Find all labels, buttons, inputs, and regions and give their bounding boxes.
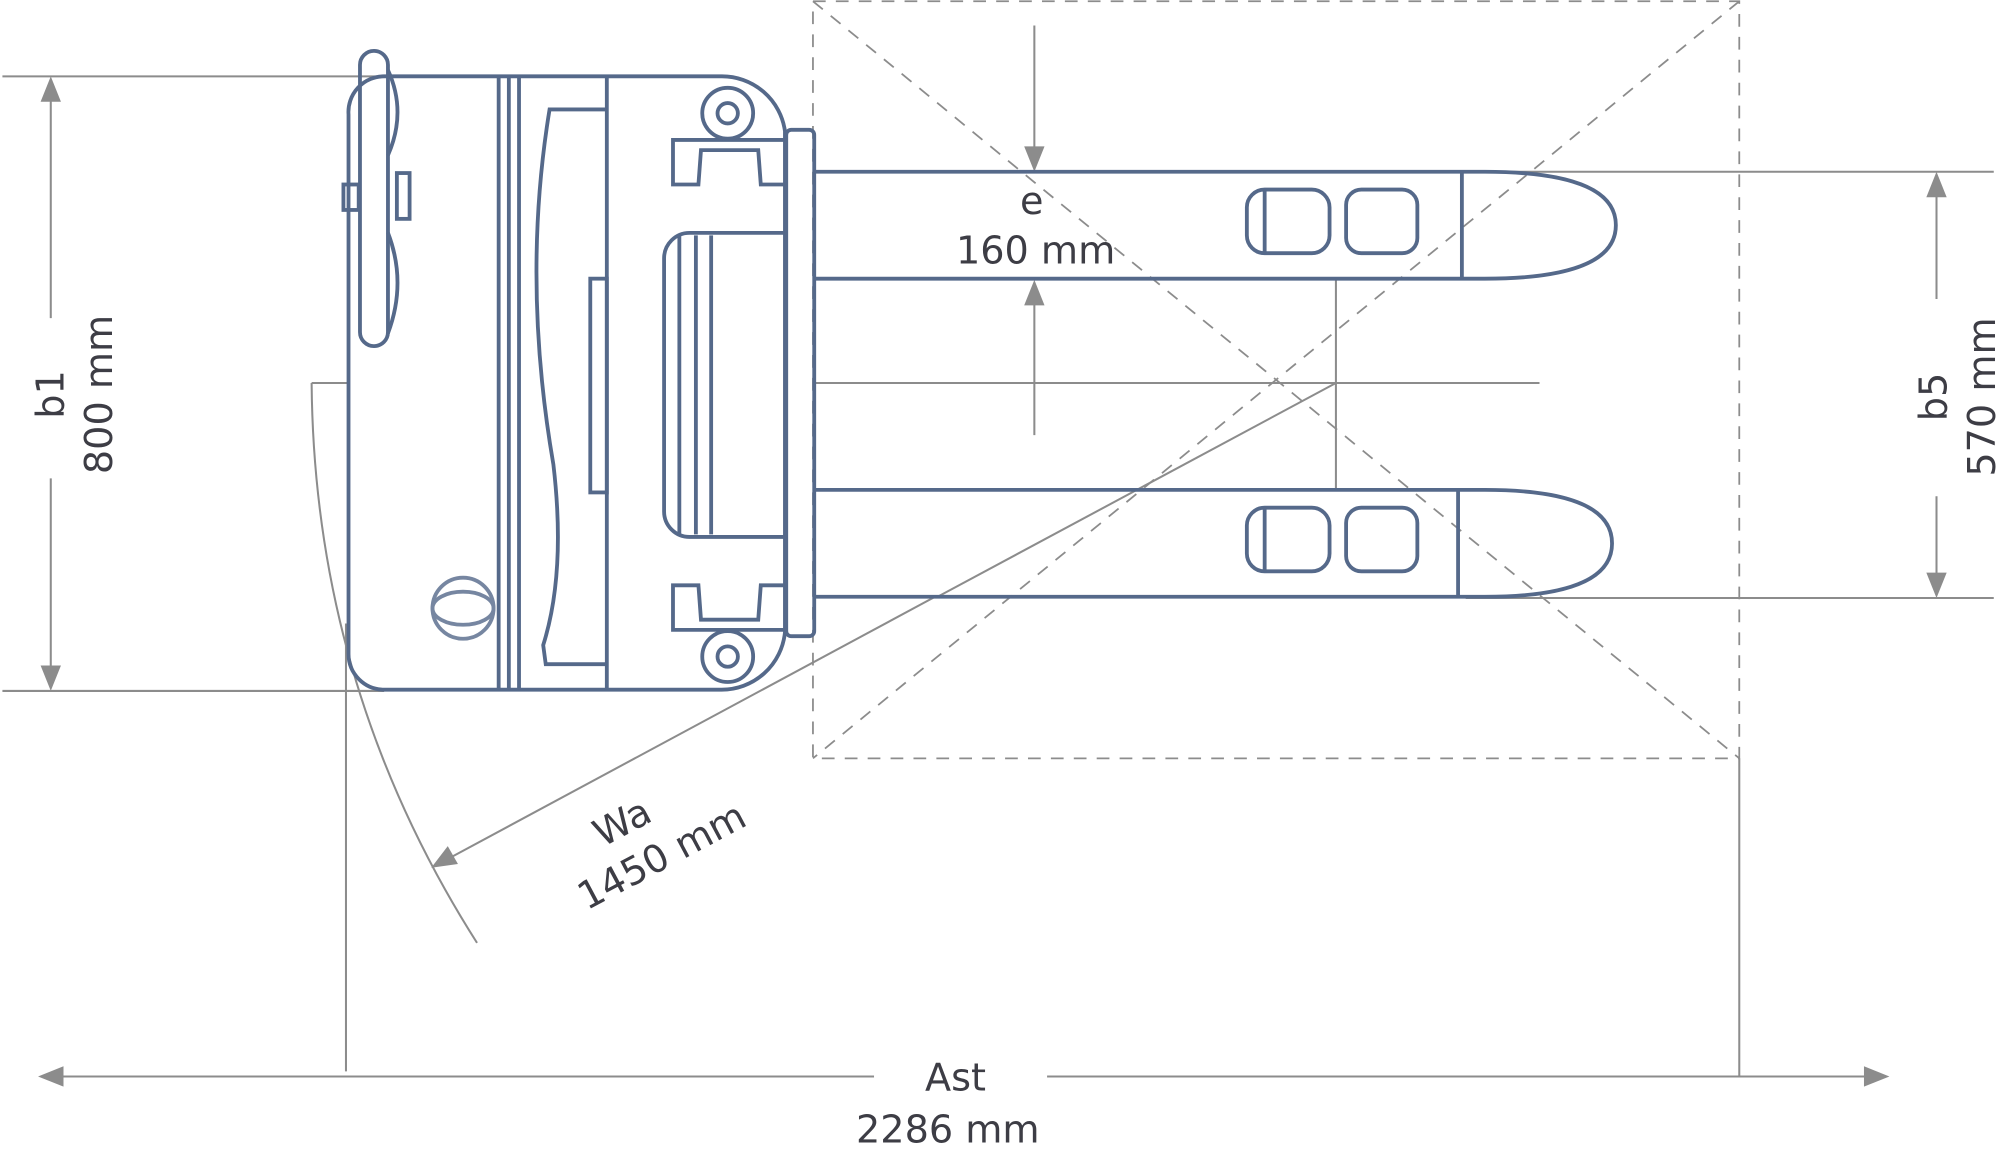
pallet-load-outline xyxy=(812,0,1741,760)
e-value: 160 mm xyxy=(956,229,1115,273)
ast-value: 2286 mm xyxy=(856,1109,1040,1149)
dimension-lines xyxy=(2,25,1994,1087)
b1-value: 800 mm xyxy=(78,315,122,474)
b5-value: 570 mm xyxy=(1961,317,2000,476)
b5-dimension: b5 570 mm xyxy=(1913,317,2000,476)
steering-wheel-icon xyxy=(430,575,496,641)
ast-label: Ast xyxy=(925,1056,986,1100)
e-label: e xyxy=(1020,180,1043,224)
b5-label: b5 xyxy=(1913,373,1957,422)
b1-label: b1 xyxy=(29,370,73,419)
b1-dimension: b1 800 mm xyxy=(29,315,121,474)
truck-outline xyxy=(341,48,1618,692)
wa-dimension: Wa 1450 mm xyxy=(571,790,754,919)
